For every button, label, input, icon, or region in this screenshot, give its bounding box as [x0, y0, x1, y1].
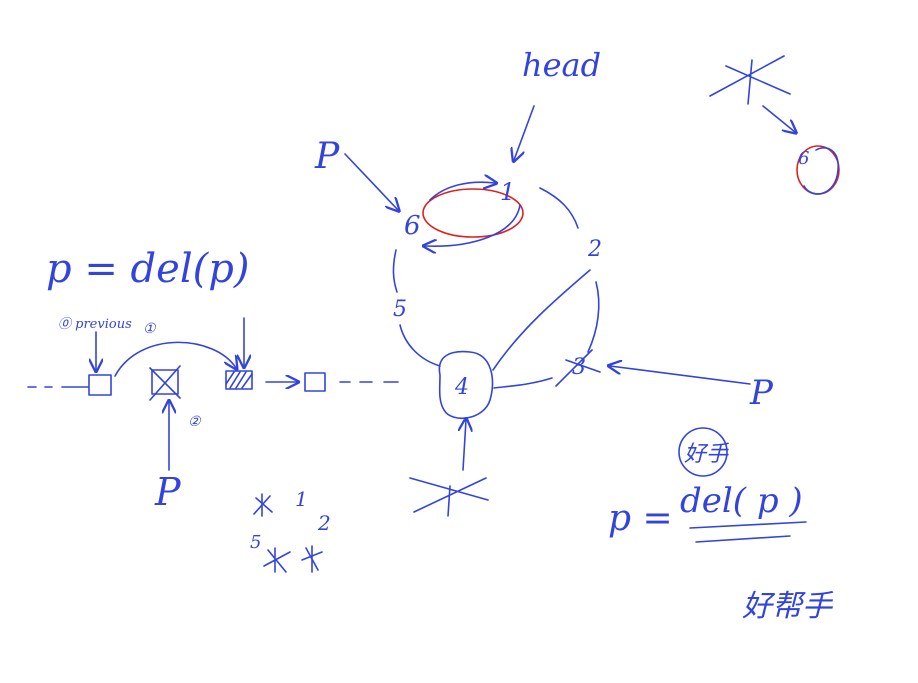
- ring-bypass-4-2: [492, 269, 591, 371]
- ring-arc-5-6: [392, 249, 398, 293]
- p-eq-right-left: p =: [608, 498, 673, 539]
- helper-circled-text: 好手: [684, 442, 730, 467]
- ring-node-6: 6: [404, 211, 421, 241]
- node-previous: [88, 374, 112, 396]
- node-deleted: [151, 369, 179, 395]
- sketch-5: 5: [250, 532, 261, 553]
- isolated-self-loop: [803, 146, 839, 195]
- p-top-arrow: [344, 153, 398, 210]
- step-1-label: ①: [143, 321, 157, 337]
- p-label-top: P: [314, 136, 340, 177]
- ring-node-1: 1: [500, 178, 515, 206]
- self-loop-bottom: [425, 204, 521, 246]
- linked-list-row: P: [27, 317, 399, 514]
- ring-arc-2-3: [587, 281, 600, 353]
- crossed-p-top-right: [709, 55, 791, 105]
- sketch-crossed-3: [301, 545, 323, 573]
- circular-list: head P 6 1 2 3 4 5 P: [314, 46, 774, 517]
- p-bottom-arrow: [463, 420, 466, 471]
- isolated-node-label: 6: [798, 148, 809, 169]
- node-after: [304, 372, 326, 392]
- ring-arc-1-2: [539, 187, 579, 229]
- small-ring-sketch: 1 2 5: [250, 487, 331, 573]
- previous-label: ⓪ previous: [58, 317, 132, 332]
- ring-node-3-cross: [555, 349, 601, 387]
- p-equals-del-left: p = del(p): [46, 246, 249, 292]
- node-next-shaded: [225, 370, 253, 390]
- arrow-skip-step1: [114, 341, 236, 377]
- ring-node-2: 2: [587, 237, 602, 262]
- ring-node-4: 4: [454, 375, 469, 400]
- p-label-right: P: [749, 373, 774, 413]
- ring-arc-4-5: [399, 324, 441, 367]
- p-equals-del-right: 好手 p = del( p ) 好帮手: [608, 427, 834, 624]
- p-right-arrow: [610, 366, 751, 385]
- helper-text: 好帮手: [742, 589, 834, 624]
- sketch-1: 1: [295, 487, 308, 511]
- node-4-circle: [438, 350, 494, 419]
- p-label-bottom-left: P: [154, 470, 182, 514]
- node-next-hatch: [225, 371, 253, 389]
- ring-arc-3-4: [493, 377, 553, 389]
- double-underline: [689, 521, 807, 543]
- p-eq-del-left-text: p = del(p): [46, 246, 249, 292]
- node-deleted-cross: [149, 365, 181, 401]
- sketch-2: 2: [317, 511, 331, 535]
- crossed-p-bottom: [409, 477, 489, 517]
- p-eq-right-del: del( p ): [680, 481, 803, 521]
- isolated-node-group: 6: [709, 55, 840, 195]
- step-2-label: ②: [188, 414, 202, 430]
- red-highlight-ellipse: [422, 188, 524, 238]
- self-loop-top: [429, 182, 495, 201]
- ring-node-5: 5: [393, 297, 407, 322]
- head-arrow: [514, 105, 535, 160]
- helper-circle: [678, 427, 728, 477]
- ring-node-3: 3: [572, 355, 586, 380]
- sketch-crossed-4: [263, 547, 291, 573]
- arrow-to-isolated: [762, 105, 795, 132]
- head-label: head: [522, 46, 601, 84]
- sketch-crossed-6: [253, 493, 273, 517]
